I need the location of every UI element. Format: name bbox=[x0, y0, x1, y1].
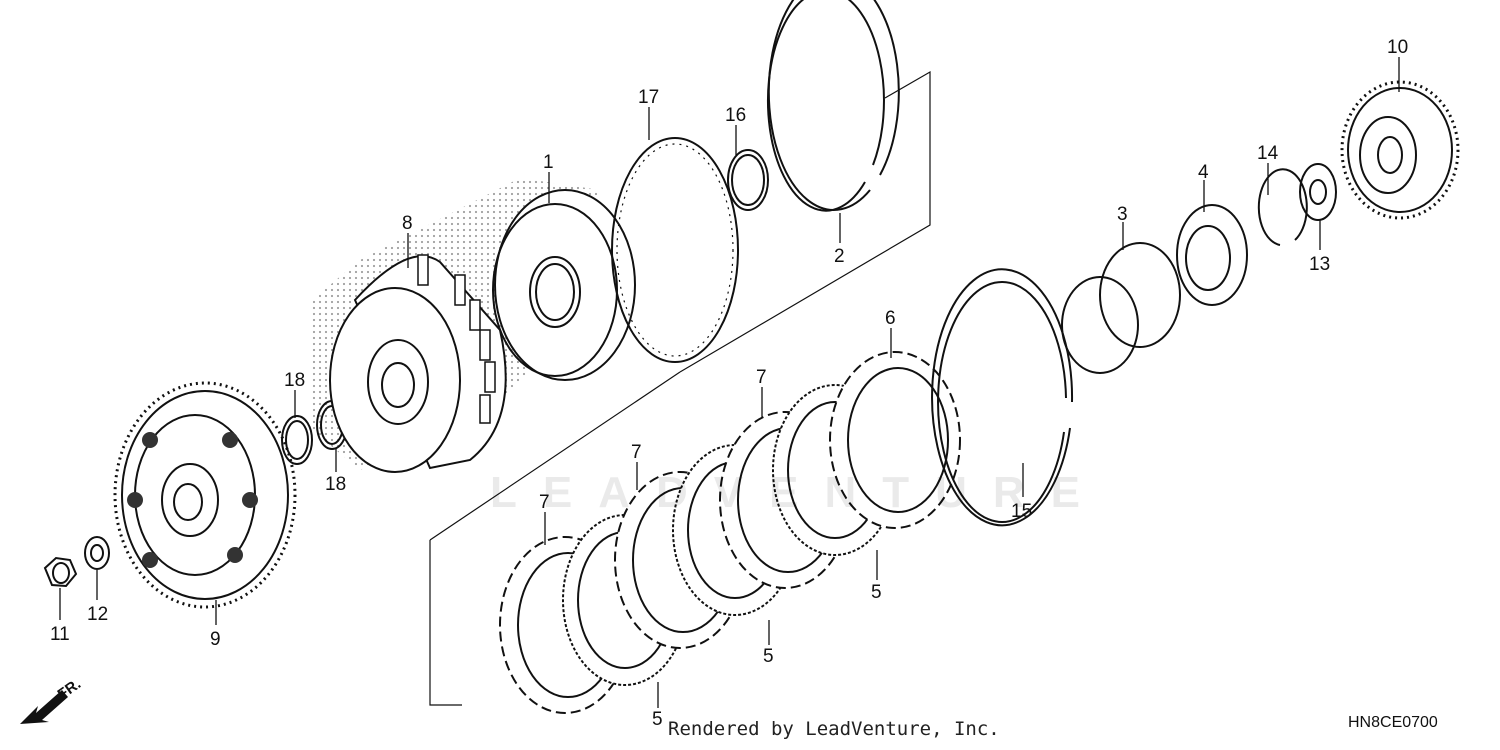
label-part-4: 4 bbox=[1198, 162, 1209, 183]
label-part-18a: 18 bbox=[284, 370, 305, 391]
washer-part-12 bbox=[84, 536, 110, 570]
label-part-14: 14 bbox=[1257, 143, 1279, 164]
label-part-18b: 18 bbox=[325, 474, 346, 495]
piston-part-1 bbox=[492, 189, 636, 381]
washer-part-13 bbox=[1299, 163, 1337, 221]
label-part-7b: 7 bbox=[631, 442, 642, 463]
clutch-drum-part-8 bbox=[329, 254, 507, 473]
label-part-6: 6 bbox=[885, 308, 896, 329]
circlip-part-14 bbox=[1257, 168, 1308, 246]
diagram-code: HN8CE0700 bbox=[1348, 714, 1438, 731]
label-part-5b: 5 bbox=[763, 646, 774, 667]
label-part-7c: 7 bbox=[756, 367, 767, 388]
watermark: LEADVENTURE bbox=[490, 468, 1107, 517]
clutch-plates bbox=[499, 351, 961, 714]
label-part-3: 3 bbox=[1117, 204, 1128, 225]
label-part-17: 17 bbox=[638, 87, 659, 108]
gear-part-10 bbox=[1340, 80, 1460, 220]
label-part-1: 1 bbox=[543, 152, 554, 173]
nut-part-11 bbox=[43, 556, 78, 588]
seal-ring-part-17 bbox=[611, 137, 739, 363]
label-part-9: 9 bbox=[210, 629, 221, 650]
spring-part-3 bbox=[1061, 242, 1181, 374]
snap-ring-part-2 bbox=[766, 0, 900, 212]
assembly-outline bbox=[429, 70, 931, 706]
front-arrow-icon: FR. bbox=[20, 675, 84, 724]
render-credit: Rendered by LeadVenture, Inc. bbox=[668, 718, 1000, 740]
oring-part-18a bbox=[281, 415, 313, 465]
label-part-5a: 5 bbox=[652, 709, 663, 730]
label-part-8: 8 bbox=[402, 213, 413, 234]
label-part-13: 13 bbox=[1309, 254, 1330, 275]
part-labels: 1 2 3 4 5 5 5 5 6 7 7 7 7 8 9 10 11 12 1… bbox=[50, 37, 1408, 730]
gear-part-9 bbox=[113, 381, 297, 609]
spring-seat-part-4 bbox=[1176, 204, 1248, 306]
label-part-12: 12 bbox=[87, 604, 108, 625]
label-part-5c: 5 bbox=[871, 582, 882, 603]
plate-part-6 bbox=[829, 351, 961, 529]
label-part-16: 16 bbox=[725, 105, 746, 126]
leader-lines bbox=[59, 57, 1400, 708]
label-part-15: 15 bbox=[1011, 501, 1032, 522]
label-part-2: 2 bbox=[834, 246, 845, 267]
label-part-11: 11 bbox=[50, 624, 70, 645]
snap-ring-part-15 bbox=[931, 268, 1074, 527]
label-part-7a: 7 bbox=[539, 492, 550, 513]
drum-slots bbox=[417, 254, 496, 424]
label-part-10: 10 bbox=[1387, 37, 1408, 58]
seal-part-16 bbox=[727, 149, 769, 211]
